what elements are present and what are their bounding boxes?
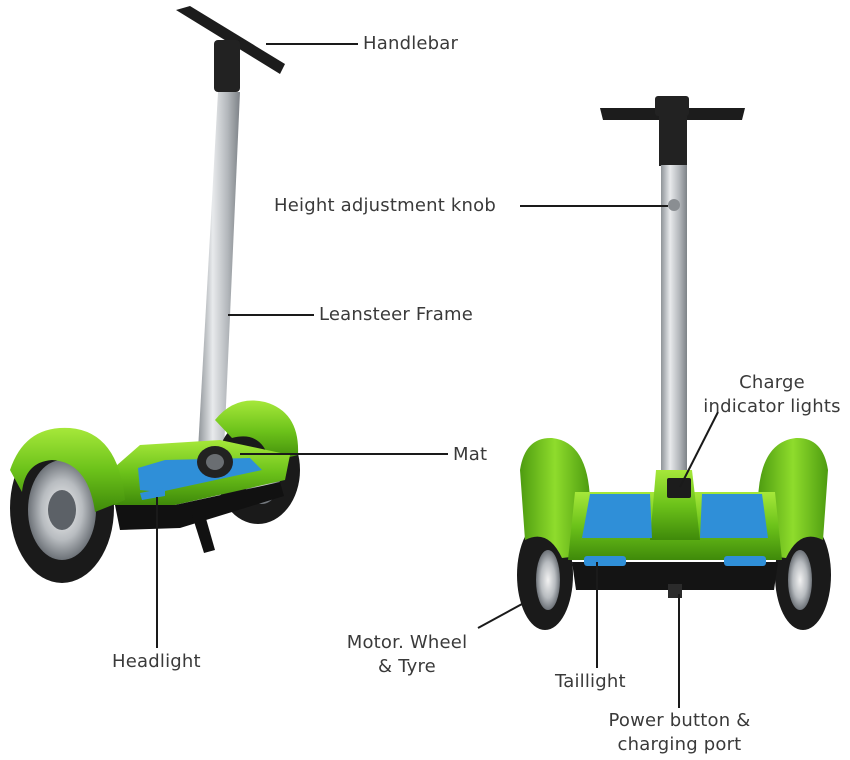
right-scooter: [517, 96, 831, 630]
label-power-button-charging-port: Power button & charging port: [592, 709, 767, 757]
right-handlebar: [600, 96, 745, 166]
leader-motor: [477, 603, 523, 629]
label-leansteer-frame: Leansteer Frame: [319, 304, 474, 325]
label-motor-wheel-tyre: Motor. Wheel & Tyre: [332, 631, 482, 679]
label-charge-line2: indicator lights: [703, 396, 841, 417]
right-pole: [661, 165, 687, 475]
label-power-line1: Power button &: [608, 710, 751, 731]
left-scooter: [10, 6, 300, 583]
label-handlebar: Handlebar: [363, 33, 459, 54]
label-mat: Mat: [453, 444, 488, 465]
right-right-mat: [700, 494, 768, 538]
label-motor-line1: Motor. Wheel: [346, 632, 468, 653]
label-height-adjustment-knob: Height adjustment knob: [274, 195, 496, 216]
label-taillight: Taillight: [555, 671, 626, 692]
label-charge-indicator-lights: Charge indicator lights: [692, 371, 850, 419]
leader-lines: [156, 43, 719, 708]
leader-charge: [679, 411, 719, 488]
left-handlebar: [176, 6, 285, 92]
right-taillight-left: [584, 556, 626, 566]
label-motor-line2: & Tyre: [378, 656, 436, 677]
right-left-mat: [582, 494, 652, 538]
right-taillight-right: [724, 556, 766, 566]
left-rear-fender: [215, 400, 299, 462]
label-power-line2: charging port: [617, 734, 742, 755]
left-headlight-shape: [140, 488, 165, 500]
label-charge-line1: Charge: [739, 372, 805, 393]
left-front-fender: [10, 427, 125, 512]
label-headlight: Headlight: [112, 651, 201, 672]
left-pole: [198, 92, 240, 450]
